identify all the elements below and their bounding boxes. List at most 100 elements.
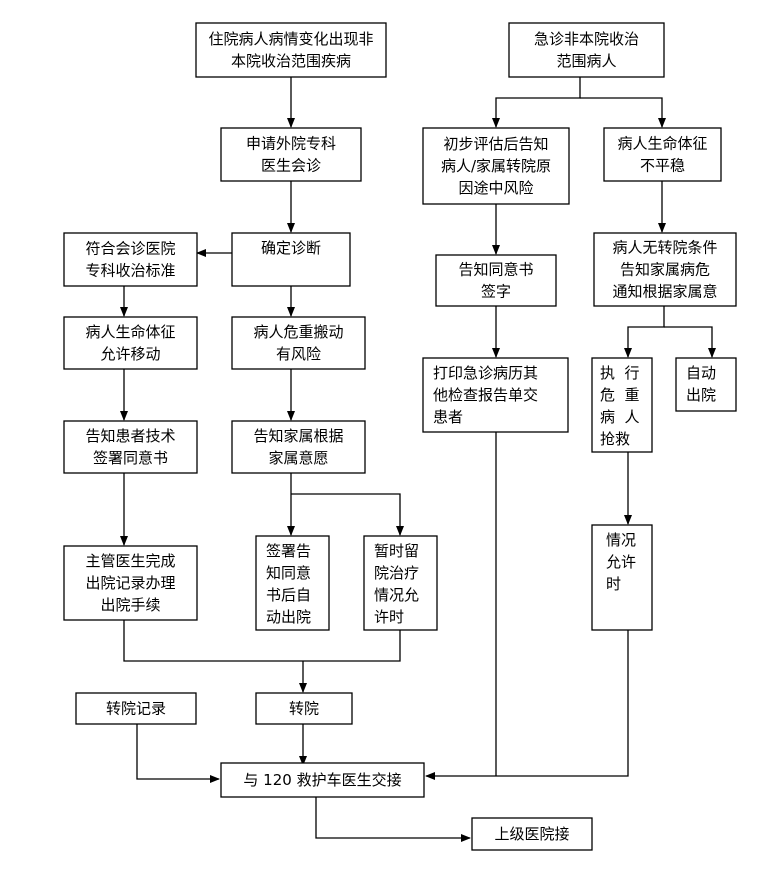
flow-node-text: 病人/家属转院原 (441, 157, 551, 175)
arrow-n12-n14 (136, 724, 220, 783)
flow-node-text: 因途中风险 (458, 179, 533, 197)
flow-node-text: 动出院 (266, 608, 311, 626)
flow-node-n15: 上级医院接 (471, 817, 593, 851)
flow-node-text: 病人生命体征 (85, 323, 175, 341)
flow-node-text: 签署告 (266, 542, 311, 560)
connectors (120, 77, 716, 842)
arrow-right-to-n14 (425, 630, 629, 780)
flow-node-box (63, 420, 198, 474)
flow-node-text: 家属意愿 (268, 449, 328, 467)
flow-node-text: 确定诊断 (261, 239, 321, 257)
flow-node-text: 不平稳 (640, 157, 685, 175)
flow-node-box (363, 535, 438, 631)
flow-node-text: 转院记录 (106, 700, 166, 718)
flow-node-n3: 确定诊断 (231, 232, 351, 287)
flow-node-box (422, 357, 569, 433)
flow-node-text: 通知根据家属意 (612, 283, 717, 301)
flow-node-e7: 执 行危 重病 人抢救 (591, 357, 653, 453)
flow-node-box (603, 127, 722, 182)
arrow-e5-e8 (664, 326, 716, 358)
flow-node-text: 病人生命体征 (617, 135, 707, 153)
flow-node-text: 病人无转院条件 (612, 239, 717, 257)
flow-node-text: 初步评估后告知 (443, 135, 548, 153)
line-merge-n9-n11 (123, 620, 401, 662)
flow-node-text: 告知同意书 (458, 261, 533, 279)
flow-node-box (593, 232, 737, 307)
flow-node-box (63, 316, 198, 370)
flow-node-text: 住院病人病情变化出现非 (208, 30, 373, 48)
flow-node-text: 主管医生完成 (85, 552, 175, 570)
flow-node-box (255, 535, 330, 631)
flow-node-box (75, 692, 197, 725)
flow-node-n14: 与 120 救护车医生交接 (220, 762, 425, 798)
flow-node-text: 病 人 (600, 408, 640, 426)
flow-node-text: 医生会诊 (261, 157, 321, 175)
flow-node-text: 病人危重搬动 (253, 323, 343, 341)
arrow-e1-e3 (580, 97, 666, 128)
flow-node-box (675, 357, 737, 412)
flow-node-text: 院治疗 (374, 564, 419, 582)
flow-node-text: 本院收治范围疾病 (231, 52, 351, 70)
flow-node-text: 出院 (686, 386, 716, 404)
flow-node-text: 签署同意书 (93, 449, 168, 467)
flow-node-box (591, 357, 653, 453)
flow-node-text: 与 120 救护车医生交接 (243, 771, 401, 789)
flow-node-text: 专科收治标准 (85, 262, 175, 280)
arrow-n14-n15 (315, 797, 471, 842)
flow-node-text: 申请外院专科 (246, 135, 336, 153)
flow-node-text: 他检查报告单交 (433, 386, 538, 404)
flow-node-text: 执 行 (600, 364, 640, 382)
flow-node-text: 出院记录办理 (85, 574, 175, 592)
flow-node-box (220, 127, 362, 182)
flow-node-text: 时 (606, 575, 621, 593)
flow-node-box (255, 692, 353, 725)
flow-node-box (591, 524, 653, 631)
flow-node-box (63, 232, 198, 287)
flow-node-text: 签字 (481, 283, 511, 301)
flow-node-box (231, 420, 366, 474)
flow-node-text: 患者 (433, 408, 463, 426)
flow-node-text: 情况 (606, 531, 636, 549)
flow-node-text: 告知家属病危 (620, 261, 710, 279)
flow-node-text: 急诊非本院收治 (534, 30, 639, 48)
flow-node-box (231, 232, 351, 287)
flow-node-text: 知同意 (266, 564, 311, 582)
flow-node-box (435, 254, 557, 307)
flow-node-box (220, 762, 425, 798)
arrow-e1-split (492, 77, 581, 128)
flow-node-box (63, 545, 198, 621)
flow-node-text: 抢救 (600, 430, 630, 448)
flow-node-text: 危 重 (600, 386, 640, 404)
arrow-e5-e7 (624, 306, 665, 358)
flow-node-box (471, 817, 593, 851)
flow-node-text: 情况允 (374, 586, 419, 604)
flow-node-box (195, 22, 387, 78)
flow-node-n12: 转院记录 (75, 692, 197, 725)
flow-node-text: 允许移动 (100, 345, 160, 363)
flow-node-text: 上级医院接 (494, 825, 569, 843)
flow-node-text: 许时 (374, 608, 404, 626)
flow-node-text: 范围病人 (556, 52, 616, 70)
flow-node-text: 自动 (686, 364, 716, 382)
flow-node-text: 转院 (289, 700, 319, 718)
flow-node-box (508, 22, 665, 78)
flow-node-n13: 转院 (255, 692, 353, 725)
flow-node-text: 符合会诊医院 (85, 240, 175, 258)
flow-node-text: 允许 (606, 553, 636, 571)
